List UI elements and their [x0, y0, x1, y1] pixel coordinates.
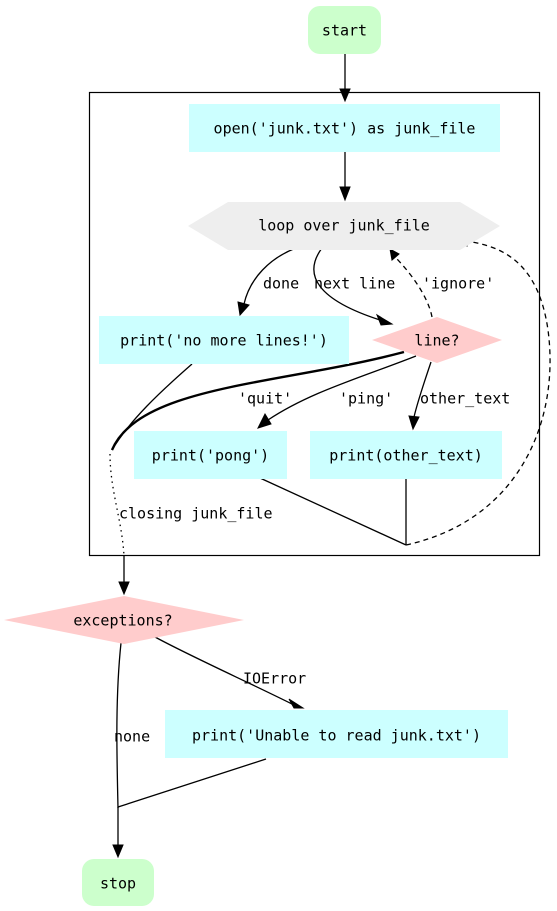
loop-node [188, 202, 500, 250]
arrowhead [288, 698, 305, 709]
edge-pong-junction [259, 477, 407, 546]
edge-label-quit: 'quit' [238, 390, 292, 408]
exceptions-decision-node [4, 596, 244, 644]
edge-exceptions-none [116, 642, 122, 809]
edge-label-ping: 'ping' [339, 390, 393, 408]
edge-closing [109, 453, 125, 557]
arrowhead [408, 415, 420, 431]
edge-label-ignore: 'ignore' [422, 275, 494, 293]
arrowhead [339, 186, 351, 202]
no-more-lines-node [99, 316, 349, 364]
edge-label-other-text: other_text [420, 390, 510, 408]
arrowhead [112, 844, 124, 859]
no-more-lines-label: print('no more lines!') [120, 332, 328, 350]
nodes: start open('junk.txt') as junk_file loop… [4, 6, 508, 906]
open-file-label: open('junk.txt') as junk_file [214, 120, 476, 138]
start-label: start [322, 22, 367, 40]
edge-label-closing: closing junk_file [119, 505, 273, 523]
open-file-node [189, 104, 500, 152]
pong-node [134, 431, 287, 479]
arrowhead [375, 313, 394, 326]
edge-labels: done next line 'ignore' 'quit' 'ping' ot… [114, 275, 510, 746]
edge-unable-junction [117, 758, 267, 808]
edge-line-ignore [394, 256, 433, 318]
edge-label-done: done [263, 275, 299, 293]
edge-loop-nextline [313, 247, 381, 321]
edge-label-ioerror: IOError [243, 670, 306, 688]
edge-loopback [405, 240, 551, 546]
line-decision-node [372, 317, 502, 363]
start-node [308, 6, 381, 54]
edge-line-other [413, 361, 432, 418]
edge-line-ping [267, 355, 417, 421]
edge-loop-done [243, 247, 297, 305]
edge-nomore-junction [111, 363, 193, 451]
edge-label-none: none [114, 728, 150, 746]
edge-label-next-line: next line [314, 275, 395, 293]
unable-node [165, 710, 508, 758]
unable-label: print('Unable to read junk.txt') [192, 727, 481, 745]
line-decision-label: line? [414, 332, 459, 350]
arrowhead [257, 412, 272, 429]
edge-exceptions-ioerror [154, 636, 293, 705]
with-block-container [88, 91, 541, 557]
edges [109, 54, 551, 859]
other-text-node [310, 431, 502, 479]
other-text-label: print(other_text) [329, 447, 483, 465]
pong-label: print('pong') [152, 447, 269, 465]
arrowhead [339, 88, 351, 103]
arrowhead [237, 301, 250, 317]
arrowhead [118, 581, 130, 596]
stop-node [82, 859, 154, 906]
stop-label: stop [100, 875, 136, 893]
loop-label: loop over junk_file [258, 217, 430, 235]
exceptions-decision-label: exceptions? [73, 612, 172, 630]
arrowhead [389, 248, 400, 261]
edge-line-quit [110, 350, 405, 451]
